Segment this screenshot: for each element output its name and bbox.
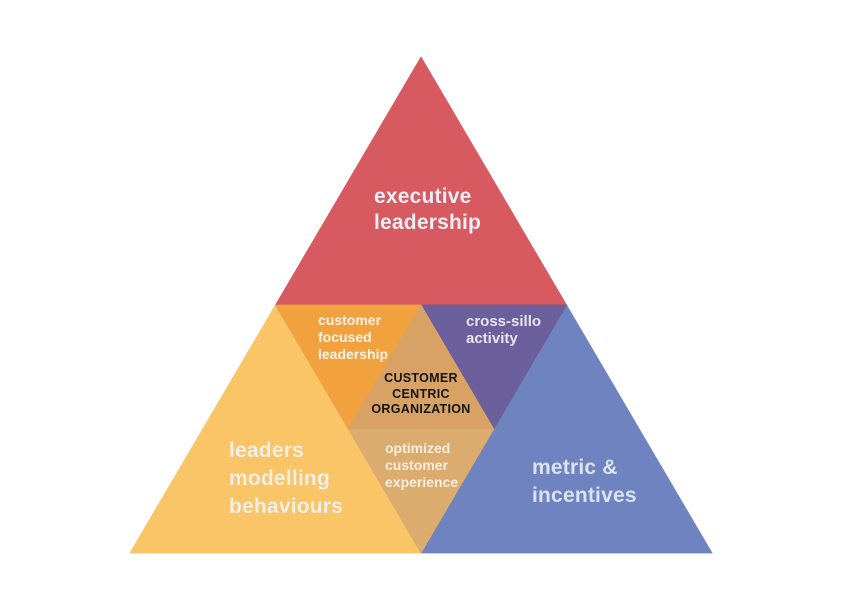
customer-focused-leadership-label: customer focused leadership bbox=[318, 312, 389, 362]
leaders-modelling-behaviours-label: leaders modelling behaviours bbox=[229, 439, 344, 518]
optimized-customer-experience-region bbox=[347, 428, 495, 554]
executive-leadership-region bbox=[274, 56, 568, 306]
executive-leadership-label: executive leadership bbox=[374, 185, 482, 234]
customer-centric-organization-label: CUSTOMER CENTRIC ORGANIZATION bbox=[371, 371, 471, 416]
optimized-customer-experience-label: optimized customer experience bbox=[385, 440, 459, 490]
cross-sillo-activity-label: cross-sillo activity bbox=[466, 313, 542, 347]
metric-incentives-label: metric & incentives bbox=[532, 456, 637, 507]
